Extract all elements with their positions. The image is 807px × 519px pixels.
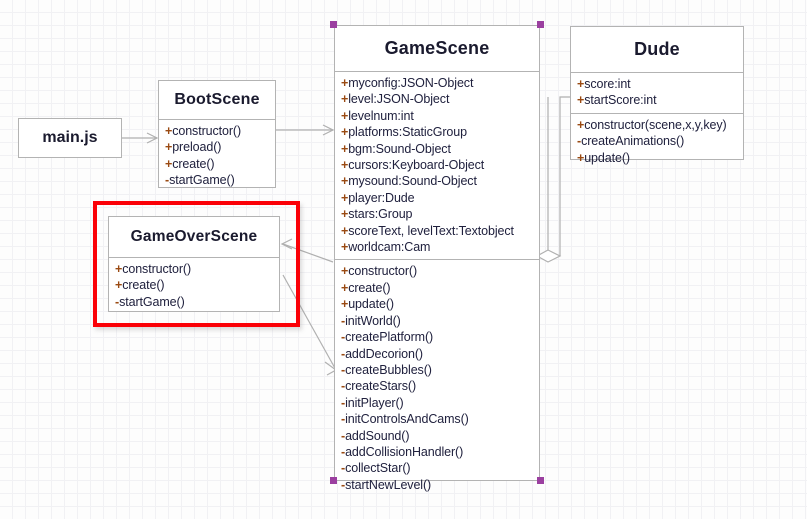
member-row: +constructor(scene,x,y,key) (577, 117, 727, 132)
member-row: +update() (577, 150, 630, 165)
selection-handle-bottom-right[interactable] (537, 477, 544, 484)
class-gamescene-title: GameScene (384, 38, 490, 58)
class-bootscene-methods: +constructor() +preload()+create() -startG… (159, 119, 275, 193)
visibility-marker: - (341, 428, 346, 443)
member-row: -addSound() (341, 428, 410, 443)
visibility-marker: - (341, 412, 346, 427)
selection-handle-top-right[interactable] (537, 21, 544, 28)
visibility-marker: - (115, 294, 120, 309)
class-dude[interactable]: Dude +score:int +startScore:int +construc… (570, 26, 744, 165)
arrowhead-gamescene-left (322, 124, 335, 136)
node-mainjs[interactable]: main.js (18, 118, 122, 158)
visibility-marker: - (341, 330, 346, 345)
visibility-marker: + (341, 92, 349, 107)
visibility-marker: + (341, 297, 349, 312)
class-dude-methods: +constructor(scene,x,y,key) -createAnimat… (571, 112, 743, 170)
aggregation-diamond (535, 249, 562, 263)
highlight-rectangle (93, 201, 300, 327)
member-row: -initWorld() (341, 313, 401, 328)
visibility-marker: - (341, 379, 346, 394)
member-row: +startScore:int (577, 93, 657, 108)
visibility-marker: - (341, 461, 346, 476)
member-row: -initPlayer() (341, 395, 404, 410)
visibility-marker: + (341, 125, 349, 140)
member-row: +constructor() (341, 264, 418, 279)
class-gameoverscene[interactable]: GameOverScene +constructor() +create()-st… (108, 216, 280, 312)
member-row: +level:JSON-Object (341, 92, 450, 107)
member-row: +preload() (165, 140, 222, 155)
class-gamescene-attributes: +myconfig:JSON-Object+level:JSON-Object+… (335, 71, 539, 259)
visibility-marker: + (341, 190, 349, 205)
visibility-marker: + (341, 264, 349, 279)
selection-handle-top-left[interactable] (330, 21, 337, 28)
class-gamescene-methods: +constructor()+create() +update()-initWor… (335, 259, 539, 497)
member-row: +update() (341, 297, 394, 312)
member-row: +bgm:Sound-Object (341, 141, 451, 156)
member-row: +stars:Group (341, 207, 413, 222)
selection-handle-bottom-left[interactable] (330, 477, 337, 484)
member-row: -addDecorion() (341, 346, 423, 361)
visibility-marker: + (165, 124, 173, 138)
visibility-marker: + (341, 240, 349, 255)
visibility-marker: + (341, 174, 349, 189)
visibility-marker: - (341, 346, 346, 361)
class-gamescene[interactable]: GameScene +myconfig:JSON-Object +level:JS… (334, 25, 540, 492)
visibility-marker: - (341, 477, 346, 492)
connector-gamescene-dude-path (559, 96, 570, 256)
visibility-marker: + (341, 76, 349, 90)
node-mainjs-label: main.js (42, 129, 98, 146)
member-row: -createStars() (341, 379, 417, 394)
class-bootscene-title: BootScene (174, 91, 260, 108)
visibility-marker: + (115, 278, 123, 293)
member-row: -startNewLevel() (341, 477, 432, 492)
member-row: +cursors:Keyboard-Object (341, 158, 485, 173)
member-row: -startGame() (115, 294, 185, 309)
member-row: +create() (341, 280, 391, 295)
class-dude-attributes: +score:int +startScore:int (571, 72, 743, 113)
member-row: +create() (165, 156, 215, 171)
member-row: +platforms:StaticGroup (341, 125, 467, 140)
visibility-marker: - (165, 173, 170, 188)
visibility-marker: + (577, 93, 585, 108)
member-row: -collectStar() (341, 461, 411, 476)
member-row: +worldcam:Cam (341, 240, 431, 255)
visibility-marker: - (341, 444, 346, 459)
class-dude-title: Dude (634, 39, 680, 59)
visibility-marker: - (341, 395, 346, 410)
visibility-marker: + (577, 117, 585, 132)
member-row: -createBubbles() (341, 362, 432, 377)
visibility-marker: + (577, 150, 585, 165)
visibility-marker: + (165, 140, 173, 155)
member-row: +constructor() (165, 124, 242, 138)
class-bootscene[interactable]: BootScene +constructor() +preload()+creat… (158, 80, 276, 188)
arrowhead-bootscene (146, 132, 159, 144)
visibility-marker: + (341, 223, 349, 238)
member-row: +constructor() (115, 262, 192, 276)
visibility-marker: + (341, 280, 349, 295)
visibility-marker: - (341, 313, 346, 328)
class-gameoverscene-methods: +constructor() +create()-startGame() (109, 257, 279, 314)
member-row: -startGame() (165, 173, 235, 188)
visibility-marker: + (165, 156, 173, 171)
member-row: -initControlsAndCams() (341, 412, 469, 427)
member-row: +levelnum:int (341, 108, 414, 123)
member-row: +score:int (577, 77, 631, 91)
visibility-marker: + (341, 141, 349, 156)
member-row: +player:Dude (341, 190, 415, 205)
member-row: +myconfig:JSON-Object (341, 76, 474, 90)
visibility-marker: + (341, 158, 349, 173)
visibility-marker: - (577, 134, 582, 149)
member-row: -createAnimations() (577, 134, 685, 149)
member-row: -createPlatform() (341, 330, 434, 345)
member-row: +scoreText, levelText:Textobject (341, 223, 514, 238)
visibility-marker: + (577, 77, 585, 91)
visibility-marker: + (341, 108, 349, 123)
class-gameoverscene-title: GameOverScene (130, 228, 258, 245)
member-row: +create() (115, 278, 165, 293)
visibility-marker: - (341, 362, 346, 377)
visibility-marker: + (115, 262, 123, 276)
visibility-marker: + (341, 207, 349, 222)
member-row: -addCollisionHandler() (341, 444, 464, 459)
member-row: +mysound:Sound-Object (341, 174, 477, 189)
